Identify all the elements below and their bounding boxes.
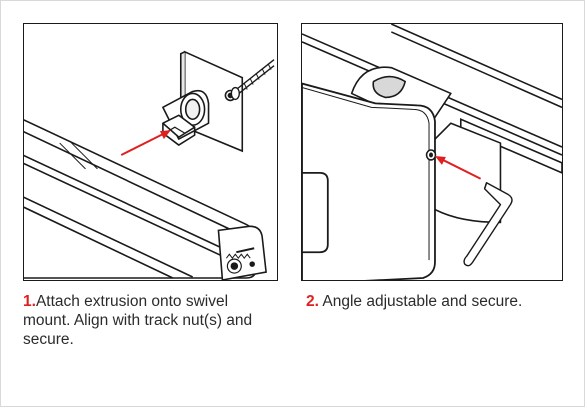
swivel-mount-illustration	[24, 50, 275, 280]
step-2-caption: 2. Angle adjustable and secure.	[306, 292, 576, 311]
step-2-text: Angle adjustable and secure.	[322, 293, 523, 310]
screw-hole	[425, 149, 437, 161]
step-1-number: 1.	[23, 293, 36, 310]
direction-arrow-icon	[434, 155, 482, 180]
step-1-caption: 1.Attach extrusion onto swivel mount. Al…	[23, 292, 263, 349]
step-1-text: Attach extrusion onto swivel mount. Alig…	[23, 293, 253, 348]
angle-adjust-illustration	[302, 24, 562, 280]
step-2-number: 2.	[306, 293, 319, 310]
swivel-mount	[162, 89, 210, 146]
step-2-illustration	[301, 23, 563, 281]
direction-arrow-icon	[120, 130, 171, 156]
allen-key-icon	[463, 182, 513, 267]
end-cap	[217, 225, 267, 280]
step-1-illustration	[23, 23, 278, 281]
screw-icon	[230, 59, 275, 101]
track	[302, 24, 562, 174]
end-cap-large	[302, 82, 436, 280]
